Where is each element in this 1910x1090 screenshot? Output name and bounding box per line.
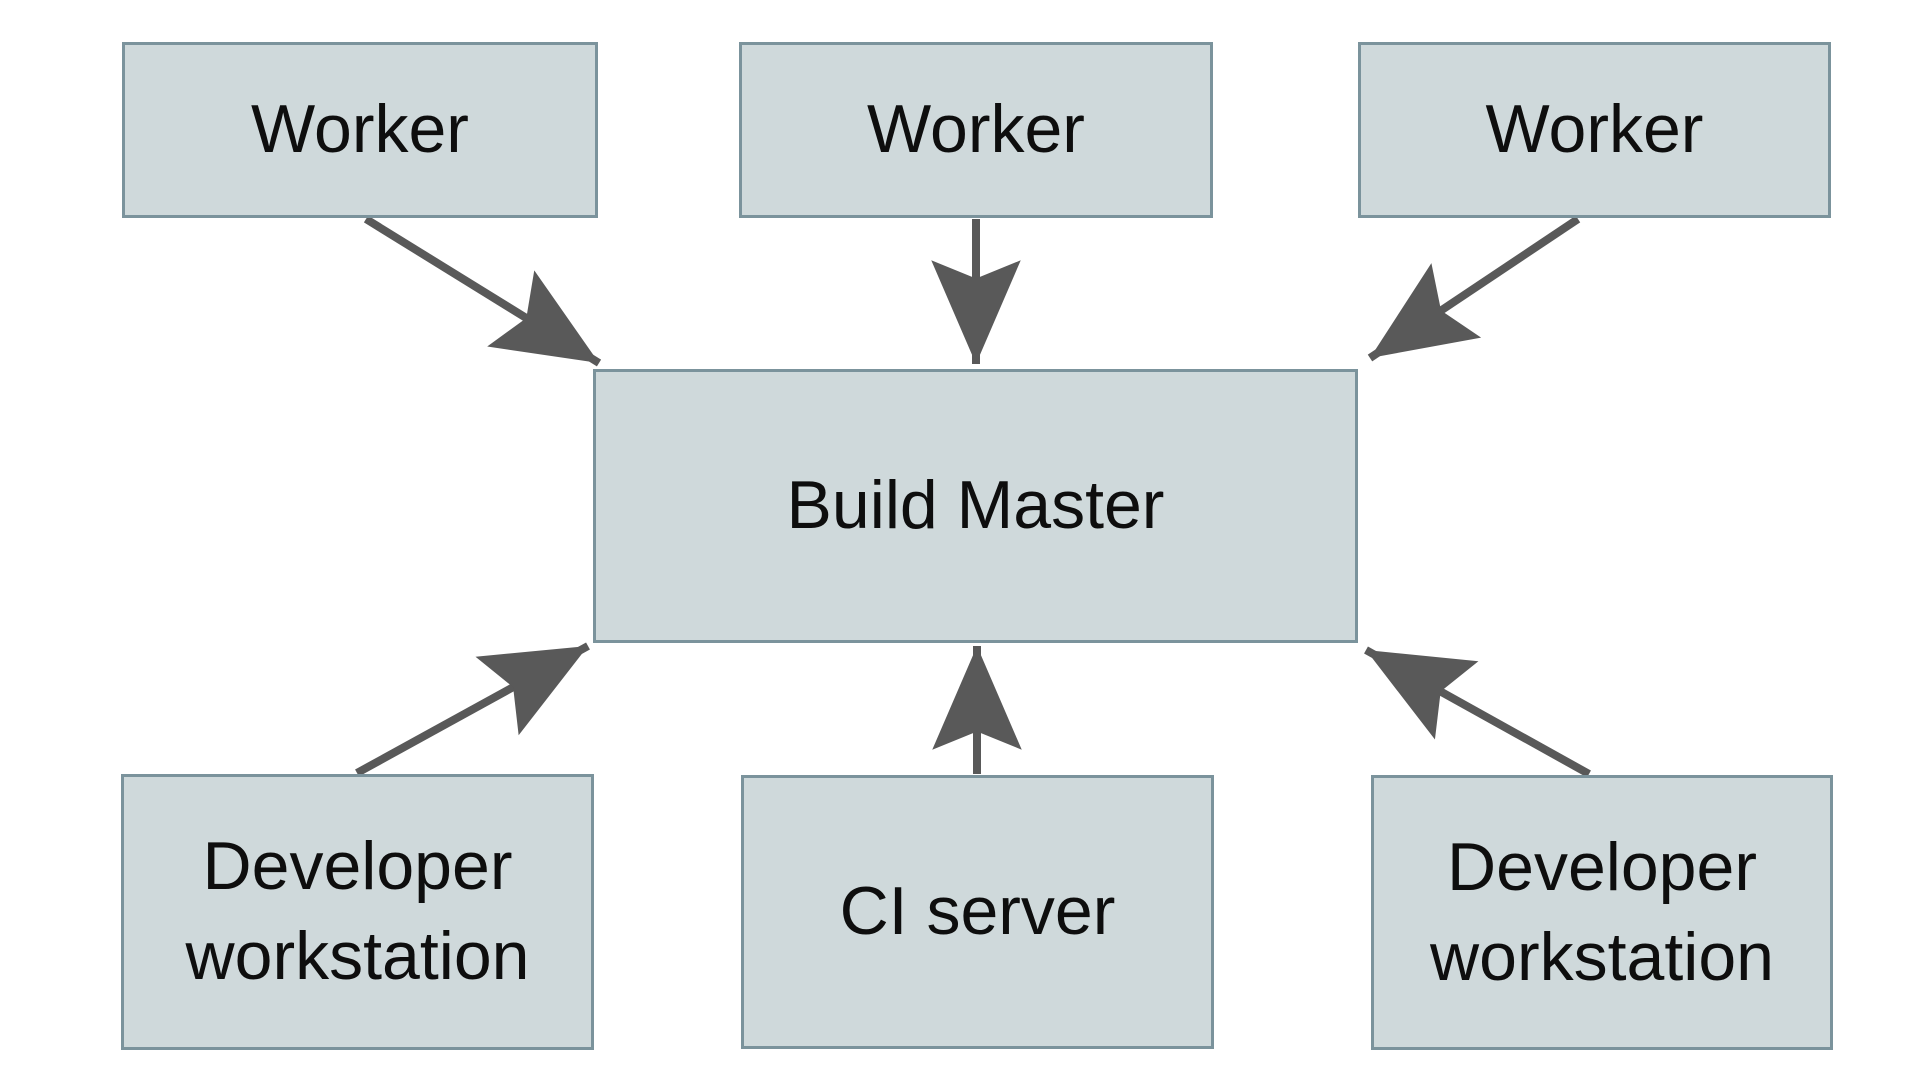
node-worker-center-label: Worker bbox=[867, 91, 1085, 168]
node-worker-center: Worker bbox=[739, 42, 1213, 218]
arrow-worker-left-to-build-master bbox=[363, 215, 602, 367]
arrow-dev-right-to-build-master bbox=[1364, 646, 1591, 778]
node-developer-workstation-left-label: Developer workstation bbox=[185, 828, 530, 994]
node-worker-left-label: Worker bbox=[251, 91, 469, 168]
node-developer-workstation-right-label: Developer workstation bbox=[1430, 828, 1774, 995]
node-developer-workstation-right: Developer workstation bbox=[1371, 775, 1833, 1050]
node-developer-workstation-left: Developer workstation bbox=[121, 774, 594, 1050]
node-build-master: Build Master bbox=[593, 369, 1358, 643]
node-ci-server: CI server bbox=[741, 775, 1214, 1049]
node-worker-left: Worker bbox=[122, 42, 598, 218]
arrow-dev-left-to-build-master bbox=[355, 642, 590, 777]
node-ci-server-label: CI server bbox=[839, 873, 1116, 950]
node-worker-right: Worker bbox=[1358, 42, 1831, 218]
node-build-master-label: Build Master bbox=[786, 467, 1165, 544]
node-worker-right-label: Worker bbox=[1485, 91, 1704, 168]
arrow-worker-right-to-build-master bbox=[1367, 215, 1581, 362]
